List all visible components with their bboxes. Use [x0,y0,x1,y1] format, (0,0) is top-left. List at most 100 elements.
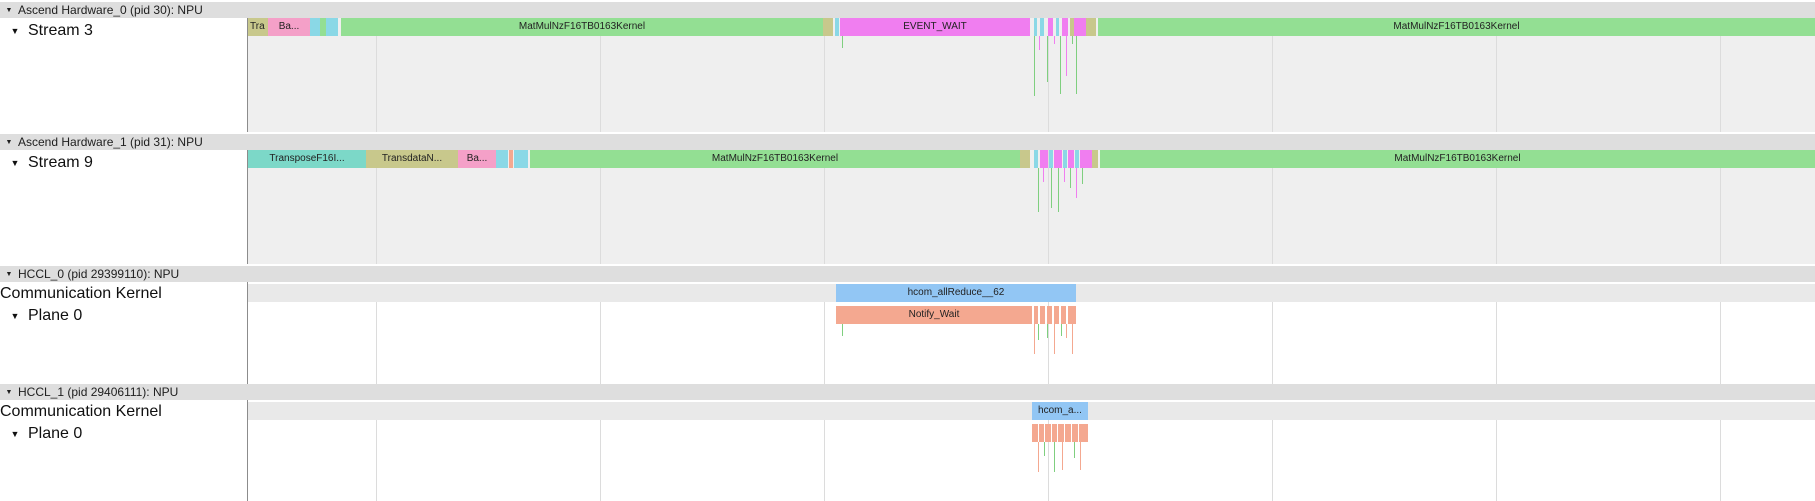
event-tick [1060,36,1061,94]
event-tick [1064,168,1065,182]
row-label-communication-kernel[interactable]: Communication Kernel [0,285,162,302]
event-tick [1039,36,1040,50]
slice[interactable]: hcom_a... [1032,402,1088,420]
event-tick [1058,168,1059,212]
slice[interactable] [1054,306,1059,324]
time-gridline [1272,18,1273,132]
row-label-communication-kernel[interactable]: Communication Kernel [0,403,162,420]
slice[interactable] [326,18,338,36]
slice[interactable] [1032,424,1038,442]
slice[interactable] [1070,18,1074,36]
slice[interactable] [1063,150,1067,168]
track-hccl-1[interactable]: hcom_a... [248,400,1815,501]
slice[interactable] [1058,424,1064,442]
slice[interactable] [1034,18,1037,36]
collapse-triangle-icon[interactable]: ▼ [10,25,20,36]
slice[interactable] [1079,424,1088,442]
event-tick [1047,324,1048,338]
section-header-hccl-0[interactable]: ▼ HCCL_0 (pid 29399110): NPU [0,266,1815,282]
section-header-hccl-1[interactable]: ▼HCCL_1 (pid 29406111): NPU [0,384,1815,400]
slice[interactable] [1075,150,1079,168]
slice[interactable] [1052,424,1057,442]
collapse-triangle-icon[interactable]: ▼ [5,389,13,396]
slice[interactable]: Tra [248,18,268,36]
slice[interactable] [1086,18,1096,36]
time-gridline [1272,420,1273,501]
event-tick [1072,324,1073,354]
event-tick [1038,168,1039,212]
row-label-stream-9[interactable]: ▼Stream 9 [2,154,93,172]
slice[interactable] [1040,306,1045,324]
collapse-triangle-icon[interactable]: ▼ [5,7,13,14]
time-gridline [376,150,377,264]
slice[interactable] [1074,18,1086,36]
slice[interactable] [1040,18,1044,36]
slice[interactable]: MatMulNzF16TB0163Kernel [341,18,823,36]
event-tick [1043,168,1044,182]
slice[interactable]: TransposeF16I... [248,150,366,168]
row-label-panel: ▼Stream 3 [0,18,248,132]
slice[interactable]: EVENT_WAIT [840,18,1030,36]
slice[interactable] [1061,306,1066,324]
track-hccl-0[interactable]: hcom_allReduce__62 Notify_Wait [248,282,1815,384]
collapse-triangle-icon[interactable]: ▼ [10,428,20,439]
slice[interactable]: hcom_allReduce__62 [836,284,1076,302]
slice[interactable] [1049,150,1053,168]
section-header-ascend-hardware-1[interactable]: ▼Ascend Hardware_1 (pid 31): NPU [0,134,1815,150]
slice[interactable]: MatMulNzF16TB0163Kernel [530,150,1020,168]
slice[interactable] [1040,150,1048,168]
slice[interactable] [1034,306,1038,324]
slice[interactable] [1062,18,1068,36]
time-gridline [824,18,825,132]
collapse-triangle-icon[interactable]: ▼ [5,139,13,146]
collapse-triangle-icon[interactable]: ▼ [10,157,20,168]
slice[interactable] [1068,306,1076,324]
section-header-ascend-hardware-0[interactable]: ▼Ascend Hardware_0 (pid 30): NPU [0,2,1815,18]
slice[interactable] [1068,150,1074,168]
row-label-plane-0[interactable]: ▼Plane 0 [2,307,83,325]
slice[interactable] [310,18,320,36]
slice[interactable] [1039,424,1044,442]
slice[interactable]: Ba... [268,18,310,36]
slice[interactable] [1054,150,1062,168]
event-tick [1062,442,1063,470]
collapse-triangle-icon[interactable]: ▼ [5,271,13,278]
slice[interactable]: MatMulNzF16TB0163Kernel [1098,18,1815,36]
row-label-panel: Communication Kernel ▼Plane 0 [0,282,248,384]
slice[interactable] [1047,306,1052,324]
time-gridline [824,420,825,501]
slice[interactable] [1065,424,1071,442]
row-label-text: Plane 0 [28,425,83,442]
slice[interactable]: Notify_Wait [836,306,1032,324]
slice[interactable] [320,18,326,36]
section-title: HCCL_0 (pid 29399110): NPU [18,267,180,281]
row-label-plane-0[interactable]: ▼ Plane 0 [2,425,83,443]
slice[interactable] [1048,18,1053,36]
slice[interactable] [835,18,839,36]
slice[interactable] [509,150,513,168]
communication-kernel-band [248,402,1815,420]
slice[interactable] [823,18,833,36]
slice[interactable] [1034,150,1038,168]
time-gridline [1496,420,1497,501]
slice[interactable] [1080,150,1092,168]
track-stream-9[interactable]: TransposeF16I... TransdataN... Ba... Mat… [248,150,1815,264]
slice[interactable] [1020,150,1030,168]
time-gridline [1496,18,1497,132]
slice[interactable] [1045,424,1051,442]
event-tick [1072,36,1073,44]
slice[interactable]: TransdataN... [366,150,458,168]
time-gridline [600,150,601,264]
slice[interactable] [496,150,508,168]
slice[interactable] [1092,150,1098,168]
slice[interactable] [514,150,528,168]
track-stream-3[interactable]: Tra Ba... MatMulNzF16TB0163Kernel EVENT_… [248,18,1815,132]
slice[interactable] [1072,424,1078,442]
collapse-triangle-icon[interactable]: ▼ [10,310,20,321]
time-gridline [1720,18,1721,132]
slice[interactable]: MatMulNzF16TB0163Kernel [1100,150,1815,168]
slice[interactable] [1056,18,1059,36]
slice[interactable]: Ba... [458,150,496,168]
time-gridline [1720,420,1721,501]
row-label-stream-3[interactable]: ▼Stream 3 [2,22,93,40]
